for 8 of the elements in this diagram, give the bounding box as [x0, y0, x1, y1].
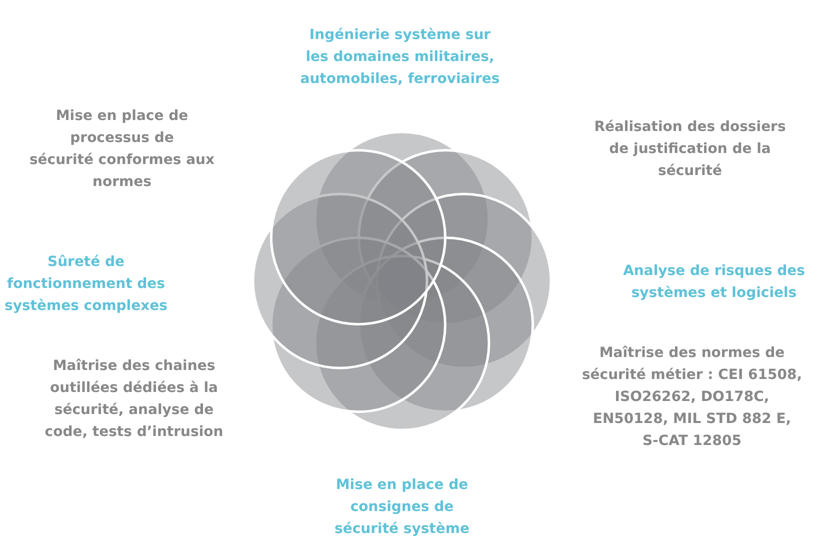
annotation-text: Mise en place de processus de sécurité conformes aux normes: [28, 107, 216, 192]
annotation-text: Ingénierie système sur les domaines militaires, automobiles, ferroviaires: [299, 26, 501, 89]
annotation-text: Maîtrise des normes de sécurité métier : CEI 61508, ISO26262, DO178C, EN50128, MIL STD 882 E, S-CAT 12805: [580, 344, 804, 451]
annotation-text: Mise en place de consignes de sécurité système: [334, 476, 470, 539]
annotation-text: Sûreté de fonctionnement des systèmes complexes: [4, 253, 168, 316]
annotation-text: Réalisation des dossiers de justification de la sécurité: [593, 118, 787, 181]
annotation-text: Maîtrise des chaines outillées dédiées à la sécurité, analyse de code, tests d’intrusion: [44, 357, 224, 442]
annotation-text: Analyse de risques des systèmes et logiciels: [622, 262, 806, 303]
